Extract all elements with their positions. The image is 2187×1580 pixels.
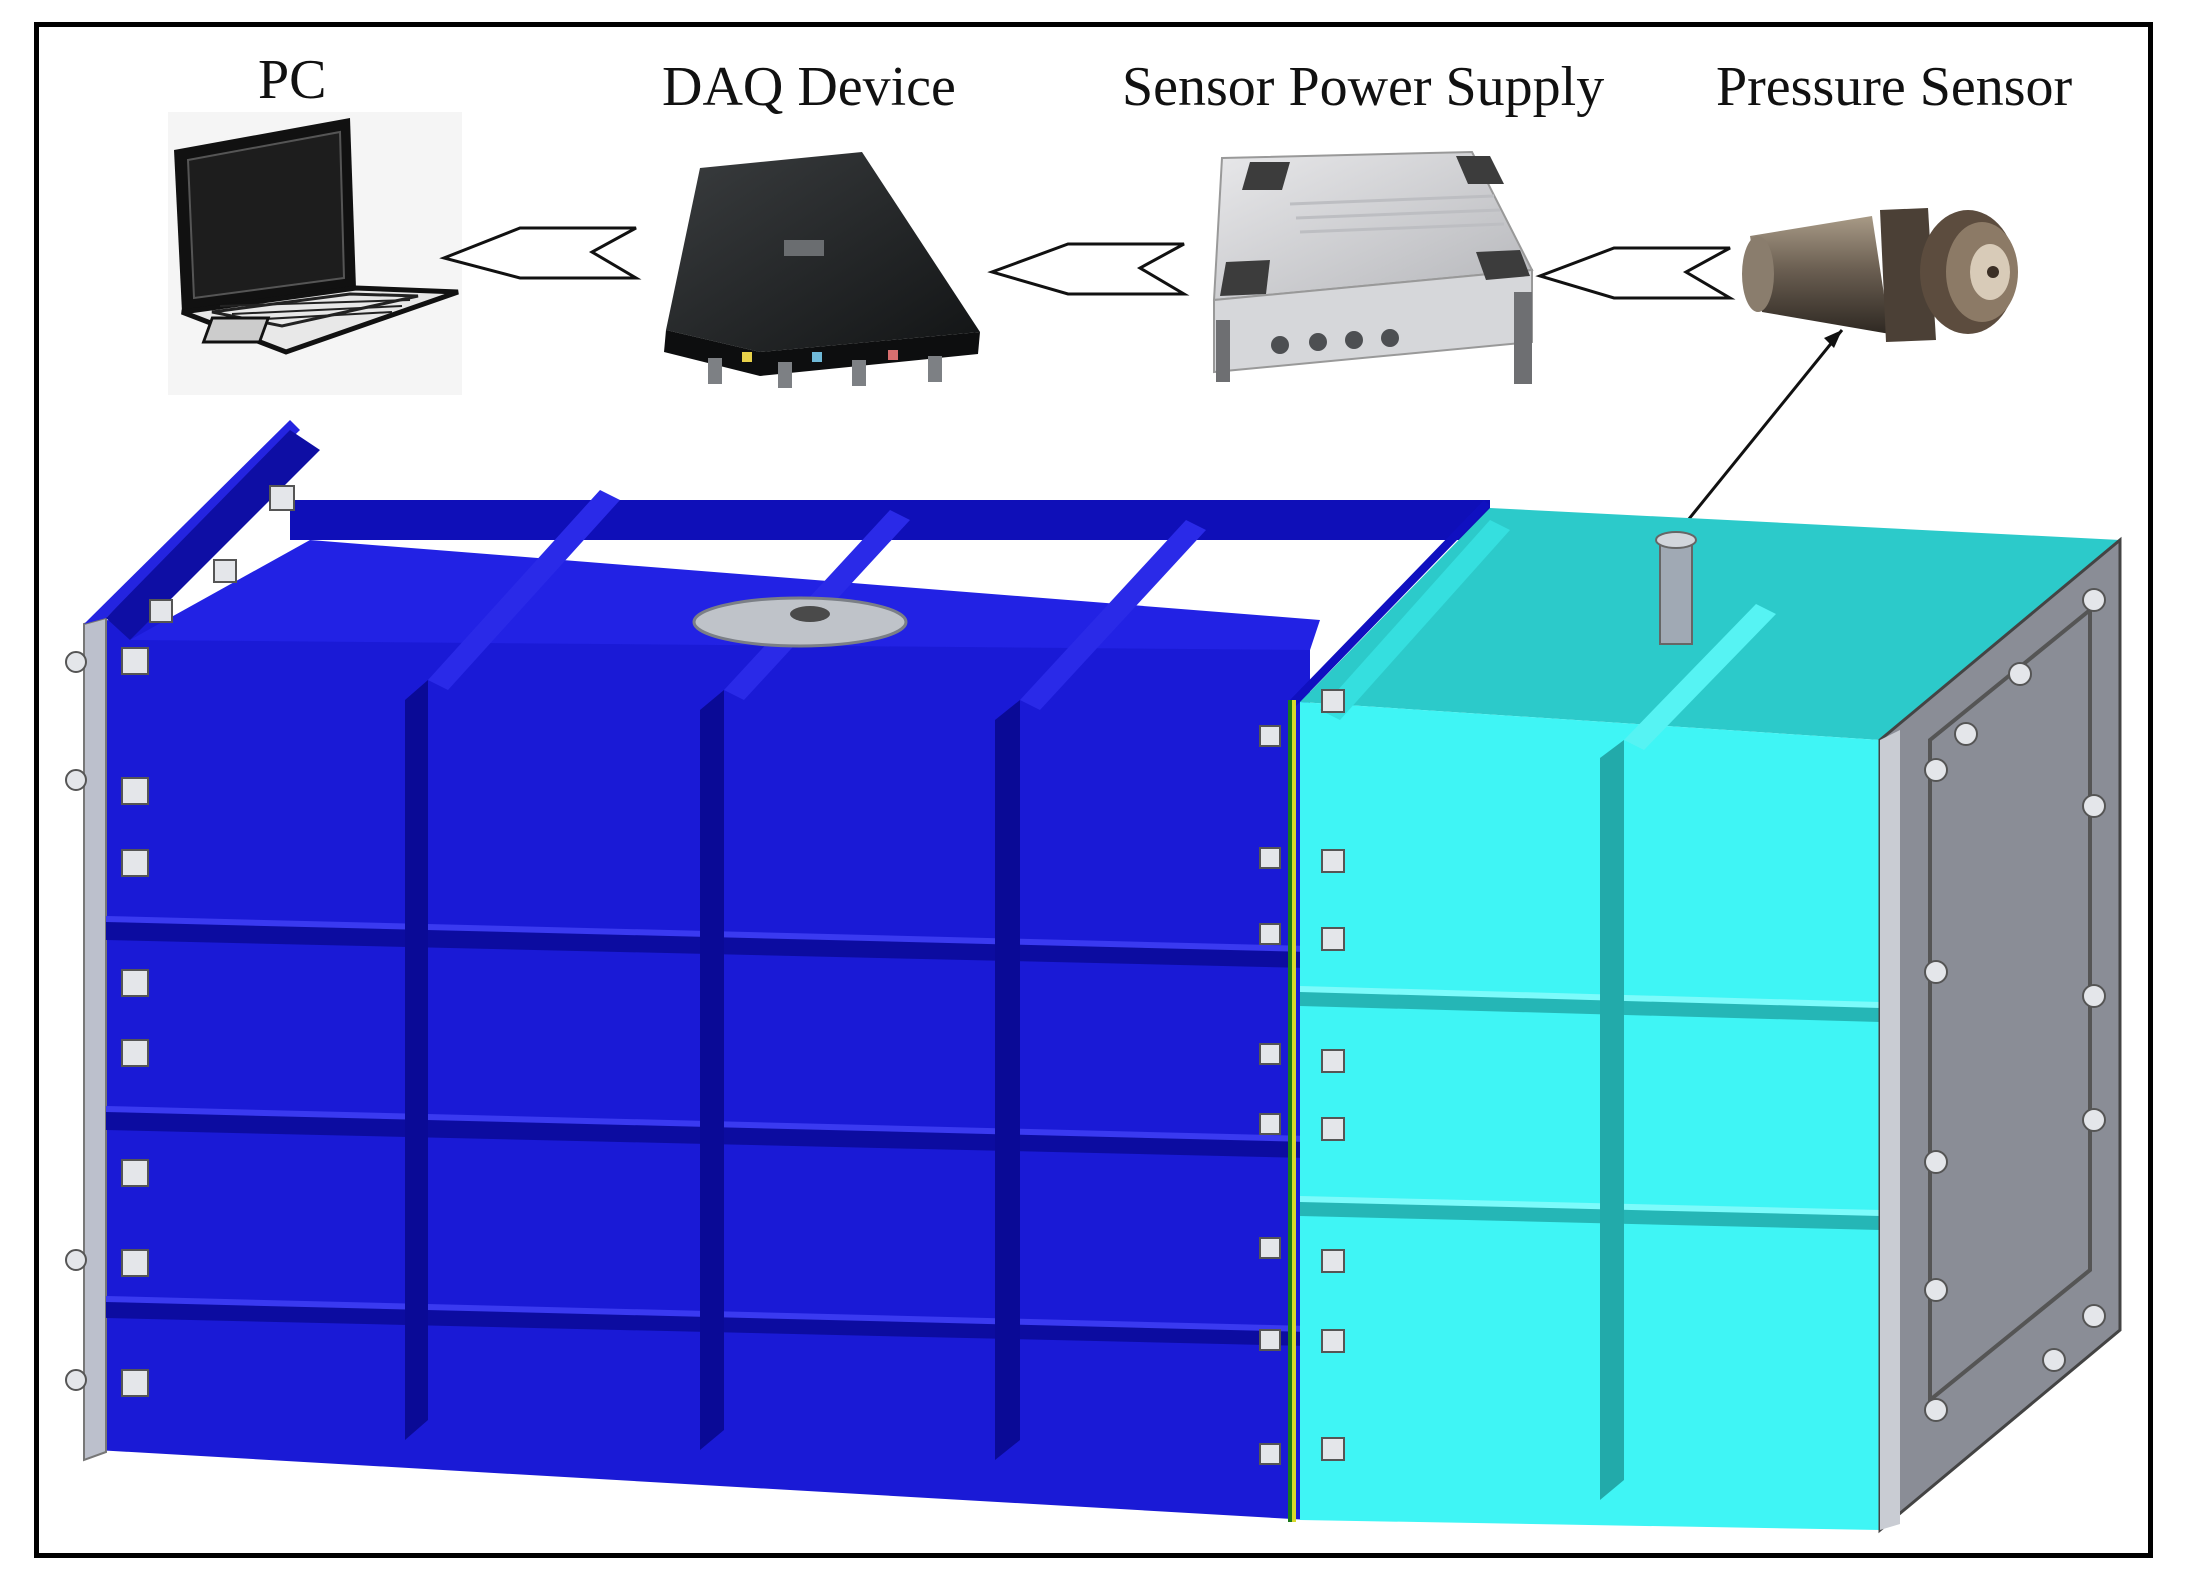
sensor-power-supply-label: Sensor Power Supply <box>1122 56 1605 118</box>
arrow-sensor-to-power-icon <box>1535 246 1736 300</box>
left-flange-bolts <box>65 485 295 1397</box>
laptop-icon <box>168 112 462 395</box>
daq-device-label: DAQ Device <box>662 56 956 118</box>
pressure-sensor-icon <box>1742 208 2018 342</box>
pc-label: PC <box>258 49 327 111</box>
sensor-mount-arrow-icon <box>1678 329 1844 531</box>
arrow-power-to-daq-icon <box>987 242 1190 296</box>
power-supply-icon <box>1212 150 1534 384</box>
daq-device-icon <box>664 152 980 388</box>
pressure-sensor-label: Pressure Sensor <box>1716 56 2073 118</box>
cyan-tank-section <box>1300 508 2122 1534</box>
arrow-daq-to-pc-icon <box>439 226 642 280</box>
end-plate-bolts <box>1924 588 2106 1422</box>
blue-tank-section <box>83 420 1490 1522</box>
cyan-section-bolts <box>1259 689 1345 1465</box>
figure-frame <box>34 22 2153 1558</box>
